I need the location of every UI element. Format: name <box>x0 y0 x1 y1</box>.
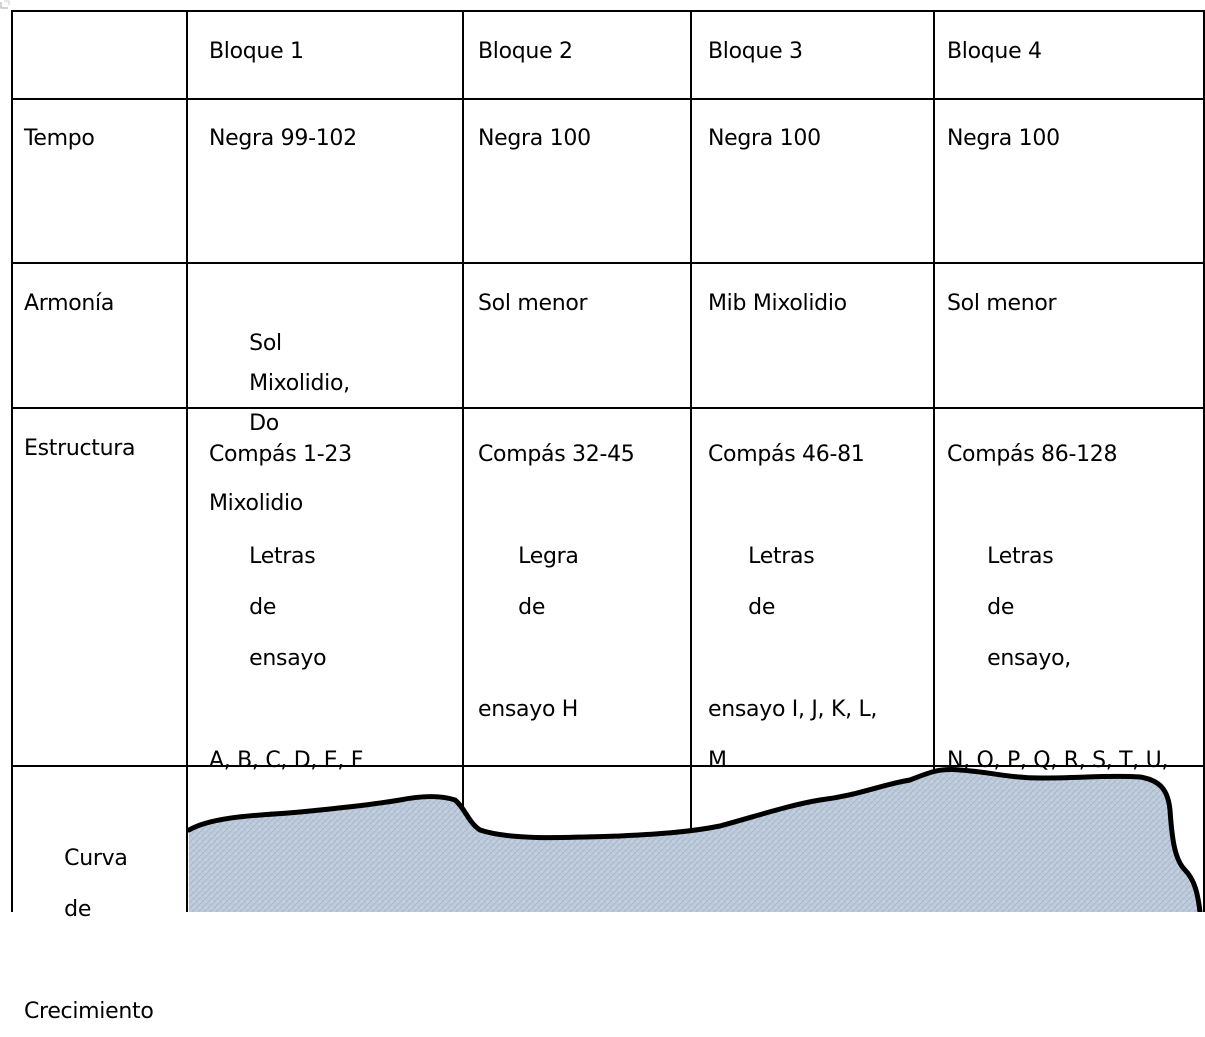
armonia-bloque-1-line-1: Sol Mixolidio, Do <box>209 284 447 484</box>
estructura-bloque-4-line-3: N, O, P, Q, R, S, T, U, <box>947 748 1169 773</box>
armonia-bloque-3: Mib Mixolidio <box>708 291 847 316</box>
curva-word: Curva <box>64 846 128 871</box>
armonia-bloque-2: Sol menor <box>478 291 588 316</box>
estructura-word: Letras <box>987 544 1054 569</box>
estructura-bloque-3-line-4: M <box>708 748 727 773</box>
estructura-word: de <box>987 595 1015 620</box>
armonia-bloque-1-word: Do <box>249 411 279 436</box>
curva-label-cell: Curva de Crecimiento <box>24 782 174 1037</box>
estructura-bloque-1-line-2: Letras de ensayo <box>209 480 447 735</box>
table-row-divider <box>11 262 1205 264</box>
armonia-bloque-4: Sol menor <box>947 291 1057 316</box>
tempo-label: Tempo <box>24 126 95 151</box>
estructura-word: de <box>249 595 277 620</box>
tempo-bloque-2: Negra 100 <box>478 126 591 151</box>
tempo-bloque-3: Negra 100 <box>708 126 821 151</box>
estructura-bloque-2-line-2: Legra de <box>478 480 676 684</box>
tempo-bloque-3-cell: Negra 100 <box>708 119 821 159</box>
header-cell-bloque-2: Bloque 2 <box>478 32 573 72</box>
estructura-word: de <box>748 595 776 620</box>
estructura-bloque-4-line-1: Compás 86-128 <box>947 442 1118 467</box>
armonia-bloque-1-cell: Sol Mixolidio, Do Mixolidio <box>209 284 447 524</box>
armonia-bloque-1-word: Sol <box>249 331 282 356</box>
armonia-label-cell: Armonía <box>24 284 114 324</box>
tempo-label-cell: Tempo <box>24 119 95 159</box>
armonia-bloque-1-word: Mixolidio, <box>249 371 350 396</box>
armonia-bloque-3-cell: Mib Mixolidio <box>708 284 847 324</box>
estructura-bloque-3-line-3: ensayo I, J, K, L, <box>708 697 878 722</box>
tempo-bloque-4-cell: Negra 100 <box>947 119 1060 159</box>
estructura-bloque-4-line-2: Letras de ensayo, <box>947 480 1191 735</box>
table-border-top <box>11 10 1205 12</box>
estructura-bloque-4-line-4: V <box>947 799 962 824</box>
estructura-label: Estructura <box>24 436 136 461</box>
estructura-word: ensayo, <box>987 646 1071 671</box>
table-column-divider <box>690 10 692 912</box>
estructura-bloque-3-line-1: Compás 46-81 <box>708 442 865 467</box>
estructura-word: ensayo <box>249 646 327 671</box>
curva-word: de <box>64 897 92 922</box>
armonia-bloque-1-line-2: Mixolidio <box>209 491 303 516</box>
estructura-bloque-1-line-3: A, B, C, D, E, F <box>209 748 364 773</box>
estructura-bloque-3-line-2: Letras de <box>708 480 919 684</box>
table-border-right <box>1203 10 1205 912</box>
estructura-bloque-3-cell: Compás 46-81 Letras de ensayo I, J, K, L… <box>708 429 919 786</box>
estructura-bloque-4-cell: Compás 86-128 Letras de ensayo, N, O, P,… <box>947 429 1191 837</box>
header-bloque-4: Bloque 4 <box>947 39 1042 64</box>
curva-label-line-2: Crecimiento <box>24 999 154 1024</box>
growth-table: Bloque 1 Bloque 2 Bloque 3 Bloque 4 Temp… <box>11 10 1205 1024</box>
table-row-divider <box>11 765 1205 767</box>
table-row-divider <box>11 98 1205 100</box>
table-row-divider <box>11 407 1205 409</box>
estructura-bloque-2-line-1: Compás 32-45 <box>478 442 635 467</box>
armonia-bloque-4-cell: Sol menor <box>947 284 1057 324</box>
estructura-bloque-1-cell: Compás 1-23 Letras de ensayo A, B, C, D,… <box>209 429 447 786</box>
header-bloque-1: Bloque 1 <box>209 39 304 64</box>
header-cell-bloque-1: Bloque 1 <box>209 32 304 72</box>
estructura-bloque-2-line-3: ensayo H <box>478 697 579 722</box>
tempo-bloque-1: Negra 99-102 <box>209 126 357 151</box>
estructura-word: Letras <box>748 544 815 569</box>
header-bloque-3: Bloque 3 <box>708 39 803 64</box>
table-column-divider <box>462 10 464 912</box>
header-cell-bloque-3: Bloque 3 <box>708 32 803 72</box>
tempo-bloque-4: Negra 100 <box>947 126 1060 151</box>
table-column-divider <box>933 10 935 912</box>
table-border-left <box>11 10 13 912</box>
tempo-bloque-1-cell: Negra 99-102 <box>209 119 357 159</box>
header-bloque-2: Bloque 2 <box>478 39 573 64</box>
header-cell-bloque-4: Bloque 4 <box>947 32 1042 72</box>
tempo-bloque-2-cell: Negra 100 <box>478 119 591 159</box>
estructura-word: Letras <box>249 544 316 569</box>
estructura-word: Legra <box>518 544 579 569</box>
estructura-word: de <box>518 595 546 620</box>
armonia-bloque-2-cell: Sol menor <box>478 284 588 324</box>
table-column-divider <box>186 10 188 912</box>
estructura-bloque-1-line-1: Compás 1-23 <box>209 442 352 467</box>
estructura-label-cell: Estructura <box>24 429 135 469</box>
curva-label-line-1: Curva de <box>24 782 174 986</box>
corner-anchor-icon <box>0 0 10 9</box>
estructura-bloque-2-cell: Compás 32-45 Legra de ensayo H <box>478 429 676 735</box>
armonia-label: Armonía <box>24 291 115 316</box>
